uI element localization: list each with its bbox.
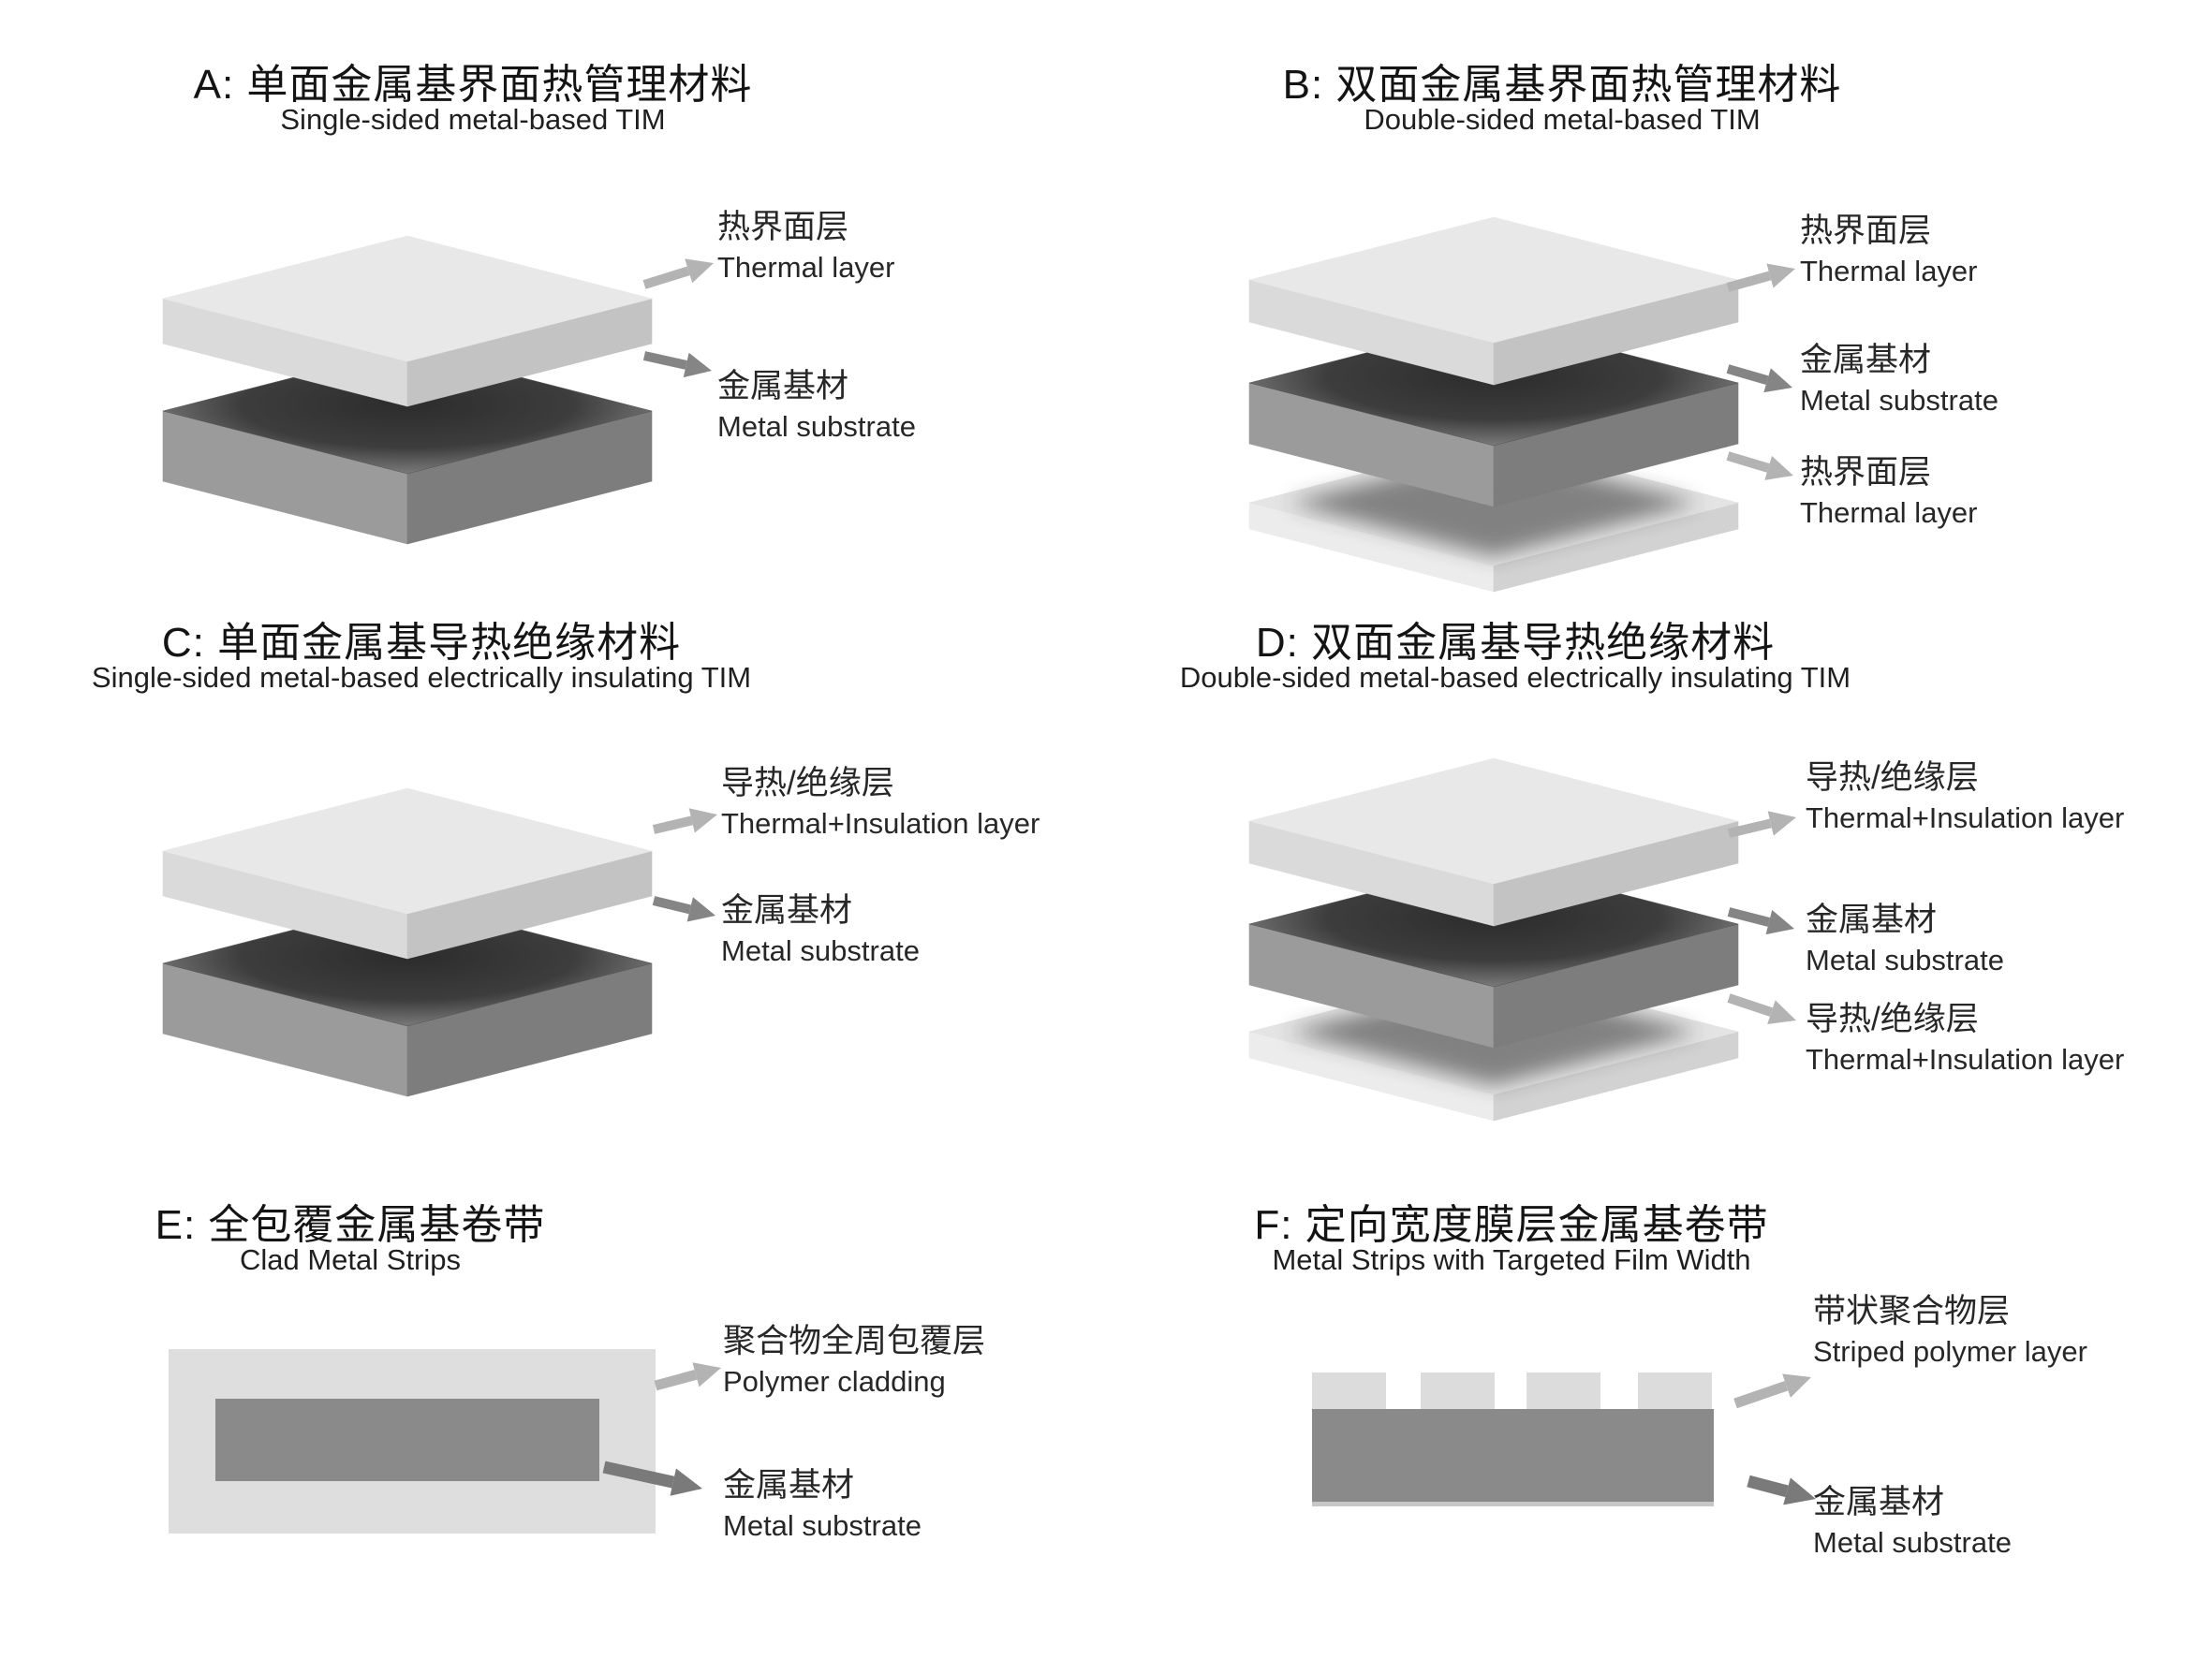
panel-b-label-metal-substrate: 金属基材 Metal substrate — [1800, 339, 1998, 419]
panel-a-subtitle: Single-sided metal-based TIM — [280, 103, 666, 136]
label-en: Metal substrate — [717, 410, 916, 443]
panel-a-metal-substrate-slab — [162, 347, 653, 545]
label-en: Thermal layer — [1800, 255, 1978, 287]
panel-c-title: C: 单面金属基导热绝缘材料 — [161, 620, 682, 666]
panel-f-subtitle: Metal Strips with Targeted Film Width — [1272, 1243, 1751, 1276]
panel-e-metal-substrate-rect — [215, 1399, 599, 1481]
slab-top-face — [162, 787, 653, 915]
panel-c-label-insulation-layer: 导热/绝缘层 Thermal+Insulation layer — [721, 762, 1040, 843]
panel-c-arrow-insulation — [652, 808, 717, 834]
panel-f-metal-substrate-rect — [1312, 1409, 1714, 1502]
panel-e-label-polymer-cladding: 聚合物全周包覆层 Polymer cladding — [723, 1320, 985, 1401]
slab-top-face — [162, 235, 653, 362]
slab-top-face — [162, 900, 653, 1027]
panel-d-subtitle: Double-sided metal-based electrically in… — [1179, 661, 1851, 694]
label-en: Metal substrate — [1813, 1526, 2012, 1559]
label-zh: 导热/绝缘层 — [1806, 1001, 1979, 1037]
panel-b-arrow-thermal-bottom — [1726, 451, 1793, 480]
label-en: Thermal layer — [717, 251, 895, 284]
label-en: Striped polymer layer — [1813, 1335, 2087, 1368]
panel-b-label-thermal-layer-bottom: 热界面层 Thermal layer — [1800, 451, 1978, 532]
panel-f-arrow-stripe — [1733, 1373, 1811, 1409]
panel-e-arrow-cladding — [654, 1362, 721, 1391]
panel-d-label-metal-substrate: 金属基材 Metal substrate — [1806, 899, 2004, 979]
label-zh: 金属基材 — [723, 1467, 855, 1504]
panel-d-title: D: 双面金属基导热绝缘材料 — [1255, 620, 1776, 666]
panel-b-arrow-metal — [1726, 364, 1792, 393]
label-en: Metal substrate — [721, 934, 920, 967]
panel-e-subtitle: Clad Metal Strips — [239, 1243, 462, 1276]
panel-c-label-metal-substrate: 金属基材 Metal substrate — [721, 889, 920, 970]
label-en: Metal substrate — [1800, 384, 1998, 417]
panel-d-arrow-insulation-top — [1727, 811, 1796, 838]
panel-d-label-insulation-layer-top: 导热/绝缘层 Thermal+Insulation layer — [1806, 756, 2124, 837]
label-zh: 金属基材 — [721, 892, 853, 929]
panel-e-arrow-metal — [602, 1461, 702, 1496]
panel-b-arrow-thermal-top — [1726, 263, 1795, 292]
panel-d-arrow-metal — [1727, 907, 1794, 935]
panel-b-label-thermal-layer-top: 热界面层 Thermal layer — [1800, 210, 1978, 290]
label-en: Thermal layer — [1800, 496, 1978, 529]
panel-f-label-striped-polymer: 带状聚合物层 Striped polymer layer — [1813, 1290, 2087, 1371]
panel-c-arrow-metal — [652, 896, 715, 922]
label-en: Polymer cladding — [723, 1365, 946, 1398]
panel-d-arrow-insulation-bottom — [1727, 993, 1796, 1024]
panel-f-bottom-edge — [1312, 1502, 1714, 1506]
label-zh: 热界面层 — [717, 209, 849, 245]
label-en: Thermal+Insulation layer — [1806, 801, 2125, 834]
panel-f-polymer-stripe — [1421, 1373, 1495, 1409]
panel-a-thermal-layer-slab — [162, 235, 653, 407]
panel-f-arrow-metal — [1747, 1475, 1816, 1505]
panel-c-insulation-layer-slab — [162, 787, 653, 960]
panel-f-polymer-stripe — [1312, 1373, 1386, 1409]
panel-a-label-metal-substrate: 金属基材 Metal substrate — [717, 365, 916, 446]
label-en: Thermal+Insulation layer — [1806, 1043, 2125, 1076]
label-zh: 带状聚合物层 — [1813, 1293, 2011, 1329]
slab-top-face — [1248, 216, 1739, 344]
label-en: Metal substrate — [1806, 944, 2004, 976]
label-zh: 热界面层 — [1800, 454, 1932, 491]
panel-b-subtitle: Double-sided metal-based TIM — [1364, 103, 1761, 136]
panel-b-title: B: 双面金属基界面热管理材料 — [1282, 62, 1842, 108]
label-en: Thermal+Insulation layer — [721, 807, 1040, 840]
panel-a-arrow-thermal — [642, 258, 714, 289]
label-zh: 聚合物全周包覆层 — [723, 1323, 986, 1359]
panel-f-title: F: 定向宽度膜层金属基卷带 — [1254, 1202, 1769, 1248]
panel-d-insulation-layer-top-slab — [1248, 757, 1739, 927]
label-zh: 金属基材 — [1806, 902, 1938, 938]
panel-e-label-metal-substrate: 金属基材 Metal substrate — [723, 1464, 922, 1545]
panel-a-arrow-metal — [642, 351, 712, 378]
label-zh: 金属基材 — [1813, 1484, 1945, 1520]
panel-f-polymer-stripe — [1526, 1373, 1600, 1409]
slab-top-face — [1248, 757, 1739, 885]
label-zh: 导热/绝缘层 — [721, 765, 894, 801]
panel-e-title: E: 全包覆金属基卷带 — [155, 1202, 546, 1248]
label-zh: 热界面层 — [1800, 213, 1932, 249]
panel-b-thermal-layer-top-slab — [1248, 216, 1739, 386]
label-zh: 金属基材 — [717, 368, 849, 404]
label-zh: 导热/绝缘层 — [1806, 759, 1979, 796]
panel-a-label-thermal-layer: 热界面层 Thermal layer — [717, 206, 895, 286]
panel-c-subtitle: Single-sided metal-based electrically in… — [91, 661, 752, 694]
panel-f-label-metal-substrate: 金属基材 Metal substrate — [1813, 1481, 2012, 1562]
label-en: Metal substrate — [723, 1509, 922, 1542]
slab-top-face — [162, 347, 653, 475]
panel-f-polymer-stripe — [1638, 1373, 1712, 1409]
panel-d-label-insulation-layer-bottom: 导热/绝缘层 Thermal+Insulation layer — [1806, 998, 2124, 1079]
panel-c-metal-substrate-slab — [162, 900, 653, 1097]
panel-a-title: A: 单面金属基界面热管理材料 — [193, 62, 753, 108]
label-zh: 金属基材 — [1800, 342, 1932, 378]
